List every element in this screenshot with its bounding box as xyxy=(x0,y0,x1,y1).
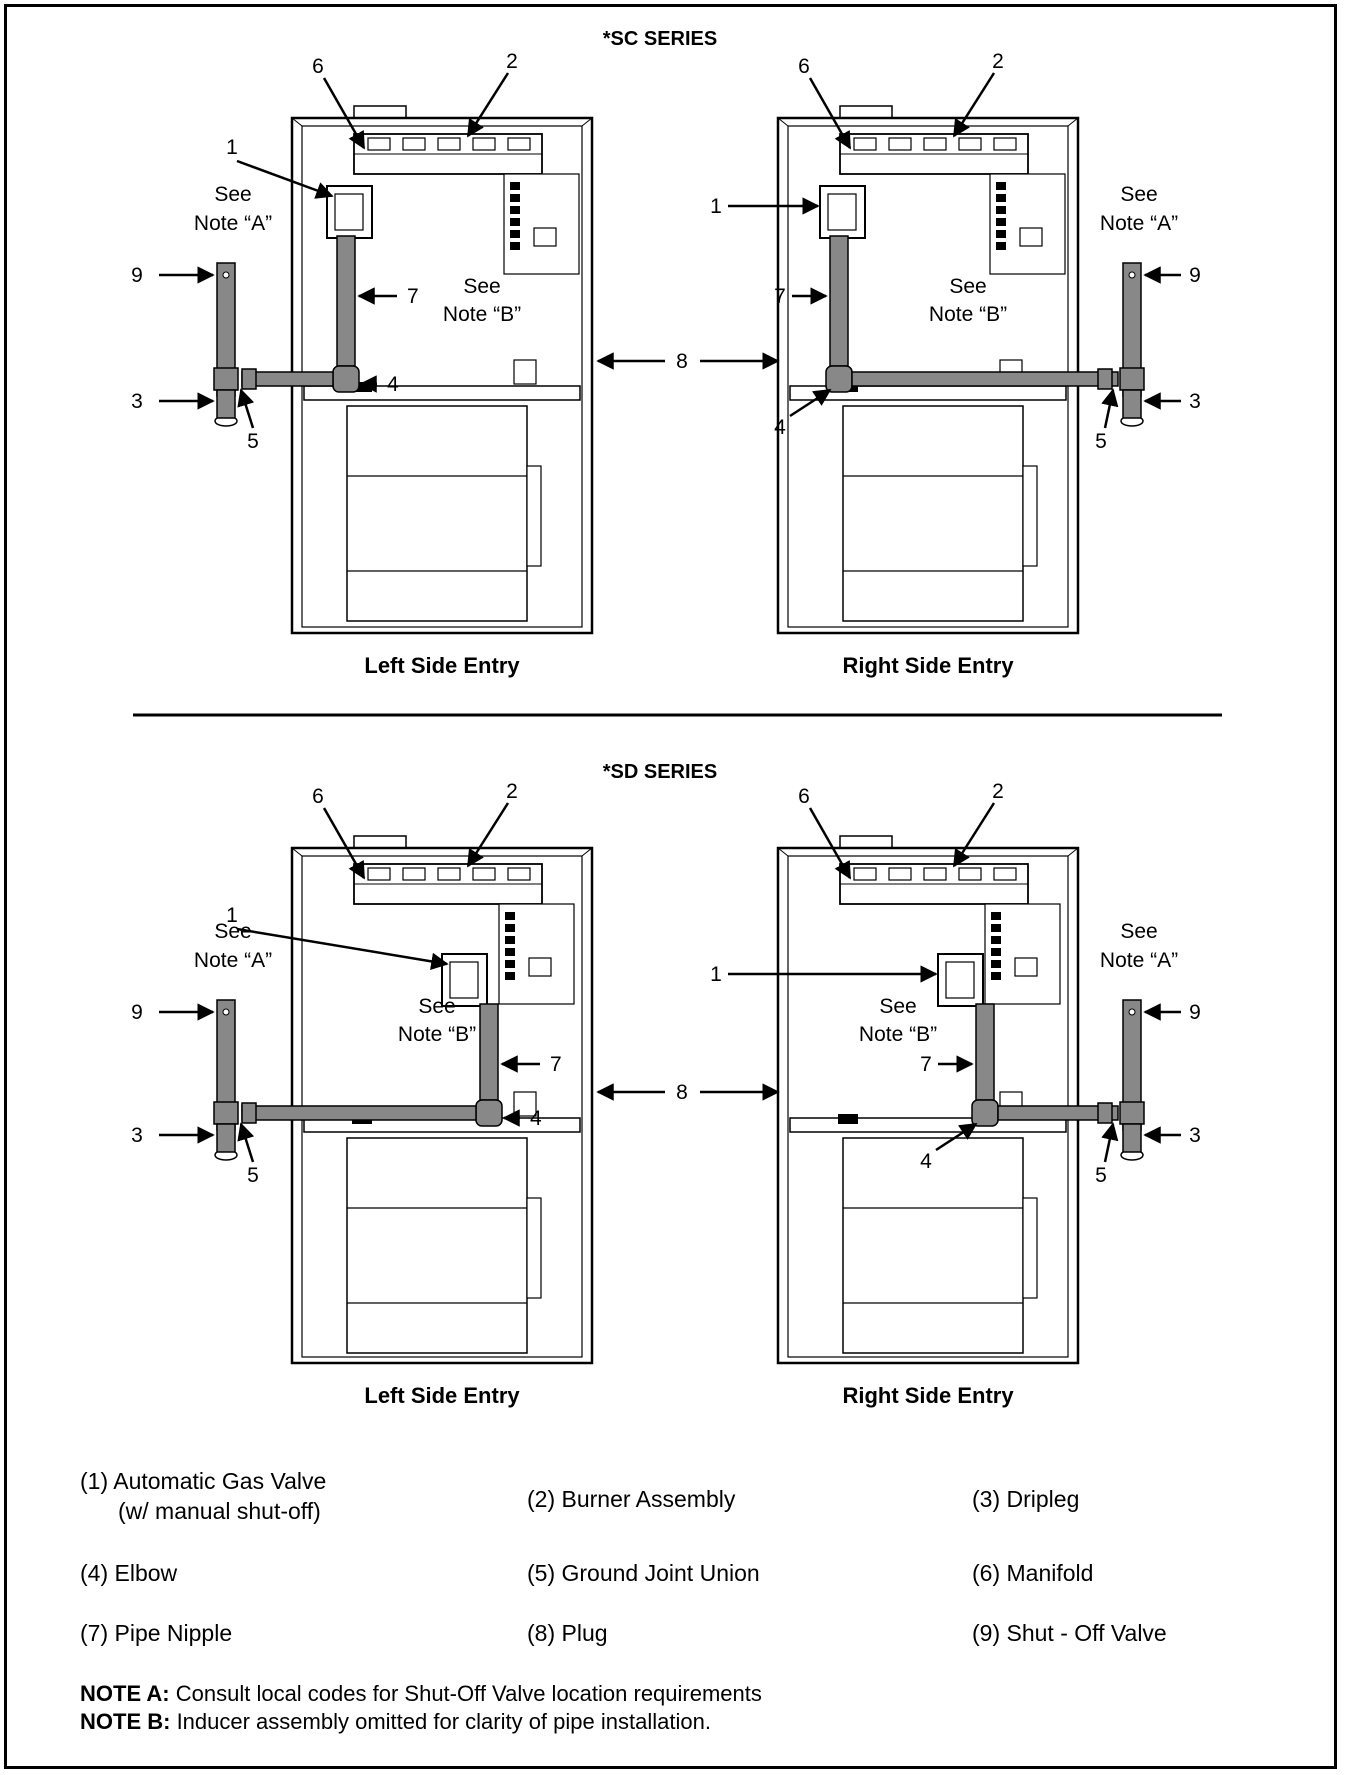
panel-caption: Left Side Entry xyxy=(364,653,520,678)
callout-9: 9 xyxy=(131,1001,143,1024)
panel-caption: Right Side Entry xyxy=(842,1383,1014,1408)
note-a: NOTE A: Consult local codes for Shut-Off… xyxy=(80,1681,762,1706)
note-a-see: See xyxy=(1120,183,1157,206)
note-b-ref: Note “B” xyxy=(859,1023,937,1046)
callout-2: 2 xyxy=(992,780,1004,803)
plug-callout-sd: 8 xyxy=(596,1081,780,1104)
callout-1: 1 xyxy=(226,136,238,159)
callout-8-sd: 8 xyxy=(676,1081,688,1104)
callout-1: 1 xyxy=(710,963,722,986)
callout-4: 4 xyxy=(774,416,786,439)
callout-9: 9 xyxy=(131,264,143,287)
note-a-ref: Note “A” xyxy=(1100,212,1178,235)
panel-caption: Right Side Entry xyxy=(842,653,1014,678)
legend-item-4: (4) Elbow xyxy=(80,1560,178,1586)
legend-item-7: (7) Pipe Nipple xyxy=(80,1620,233,1646)
callout-4: 4 xyxy=(920,1150,932,1173)
callout-2: 2 xyxy=(506,780,518,803)
callout-7: 7 xyxy=(774,285,786,308)
callout-1: 1 xyxy=(226,904,238,927)
callout-5: 5 xyxy=(1095,430,1107,453)
callout-5: 5 xyxy=(247,430,259,453)
note-b: NOTE B: Inducer assembly omitted for cla… xyxy=(80,1709,711,1734)
legend-item-1: (1) Automatic Gas Valve (w/ manual shut-… xyxy=(80,1468,327,1524)
note-a-see: See xyxy=(214,920,251,943)
callout-2: 2 xyxy=(506,50,518,73)
note-b-ref: Note “B” xyxy=(929,303,1007,326)
callout-6: 6 xyxy=(312,55,324,78)
callout-5: 5 xyxy=(1095,1164,1107,1187)
callout-2: 2 xyxy=(992,50,1004,73)
note-b-see: See xyxy=(418,995,455,1018)
callout-9: 9 xyxy=(1189,1001,1201,1024)
plug-callout-sc: 8 xyxy=(596,350,780,373)
legend-item-8: (8) Plug xyxy=(527,1620,608,1646)
notes-block: NOTE A: Consult local codes for Shut-Off… xyxy=(80,1680,762,1736)
callout-6: 6 xyxy=(798,55,810,78)
callout-7: 7 xyxy=(550,1053,562,1076)
panel-caption: Left Side Entry xyxy=(364,1383,520,1408)
callout-3: 3 xyxy=(131,1124,143,1147)
furnace-panel-sd-right xyxy=(728,802,1181,1365)
legend-item-5: (5) Ground Joint Union xyxy=(527,1560,760,1586)
furnace-panel-sc-left xyxy=(159,72,594,635)
callout-3: 3 xyxy=(1189,390,1201,413)
page-border xyxy=(4,4,1337,1769)
note-a-ref: Note “A” xyxy=(194,949,272,972)
furnace-panel-sc-right xyxy=(728,72,1181,635)
callout-4: 4 xyxy=(387,373,399,396)
legend-item-2: (2) Burner Assembly xyxy=(527,1486,736,1512)
section-title-sc: *SC SERIES xyxy=(603,28,717,50)
callout-6: 6 xyxy=(798,785,810,808)
note-b-see: See xyxy=(879,995,916,1018)
note-a-ref: Note “A” xyxy=(1100,949,1178,972)
callout-6: 6 xyxy=(312,785,324,808)
note-b-ref: Note “B” xyxy=(443,303,521,326)
note-a-ref: Note “A” xyxy=(194,212,272,235)
callout-7: 7 xyxy=(407,285,419,308)
note-b-see: See xyxy=(949,275,986,298)
callout-3: 3 xyxy=(131,390,143,413)
note-a-see: See xyxy=(214,183,251,206)
callout-4: 4 xyxy=(530,1107,542,1130)
legend-item-3: (3) Dripleg xyxy=(972,1486,1080,1512)
note-b-see: See xyxy=(463,275,500,298)
note-a-see: See xyxy=(1120,920,1157,943)
callout-3: 3 xyxy=(1189,1124,1201,1147)
legend-item-9: (9) Shut - Off Valve xyxy=(972,1620,1167,1646)
furnace-panel-sd-left xyxy=(159,802,594,1365)
callout-9: 9 xyxy=(1189,264,1201,287)
section-title-sd: *SD SERIES xyxy=(603,761,717,783)
legend-item-6: (6) Manifold xyxy=(972,1560,1094,1586)
callout-7: 7 xyxy=(920,1053,932,1076)
callout-5: 5 xyxy=(247,1164,259,1187)
callout-8-sc: 8 xyxy=(676,350,688,373)
note-b-ref: Note “B” xyxy=(398,1023,476,1046)
callout-1: 1 xyxy=(710,195,722,218)
